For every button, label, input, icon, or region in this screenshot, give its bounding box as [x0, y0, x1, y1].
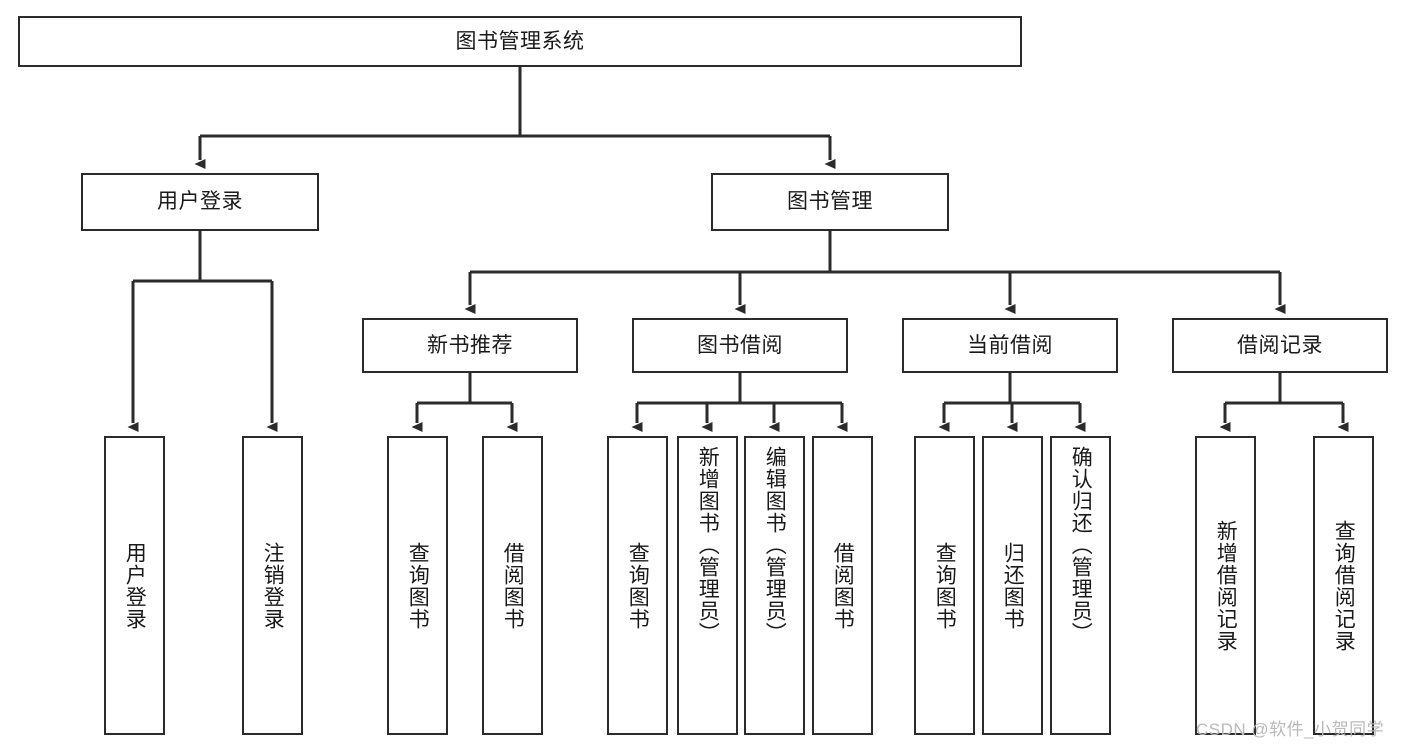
- leaf-borrow-book-recommend-label: 借阅图书: [501, 541, 525, 630]
- leaf-query-book-borrow-label: 查询图书: [626, 541, 650, 630]
- leaf-add-borrow-record-label: 新增借阅记录: [1214, 519, 1238, 652]
- leaf-query-book-current-label: 查询图书: [933, 541, 957, 630]
- leaf-borrow-book[interactable]: 借阅图书: [812, 436, 873, 735]
- leaf-confirm-return-admin[interactable]: 确认归还（管理员）: [1050, 436, 1111, 735]
- node-root[interactable]: 图书管理系统: [18, 16, 1022, 67]
- leaf-add-book-admin[interactable]: 新增图书（管理员）: [677, 436, 738, 735]
- node-book-borrow[interactable]: 图书借阅: [632, 318, 848, 373]
- leaf-return-book-label: 归还图书: [1001, 541, 1025, 630]
- node-borrow-record[interactable]: 借阅记录: [1172, 318, 1388, 373]
- node-current-borrow-label: 当前借阅: [967, 333, 1053, 357]
- leaf-edit-book-admin[interactable]: 编辑图书（管理员）: [744, 436, 805, 735]
- leaf-confirm-return-admin-label: 确认归还（管理员）: [1069, 446, 1093, 644]
- leaf-user-login-label: 用户登录: [123, 541, 147, 630]
- leaf-logout[interactable]: 注销登录: [242, 436, 303, 735]
- node-user-login-label: 用户登录: [157, 190, 243, 214]
- node-root-label: 图书管理系统: [455, 29, 585, 53]
- leaf-edit-book-admin-label: 编辑图书（管理员）: [763, 446, 787, 644]
- leaf-add-borrow-record[interactable]: 新增借阅记录: [1195, 436, 1256, 735]
- leaf-query-book-current[interactable]: 查询图书: [914, 436, 975, 735]
- node-current-borrow[interactable]: 当前借阅: [902, 318, 1118, 373]
- leaf-query-book-recommend[interactable]: 查询图书: [387, 436, 448, 735]
- leaf-query-book-borrow[interactable]: 查询图书: [607, 436, 668, 735]
- node-book-borrow-label: 图书借阅: [697, 333, 783, 357]
- node-book-management[interactable]: 图书管理: [711, 173, 949, 231]
- leaf-borrow-book-label: 借阅图书: [831, 541, 855, 630]
- leaf-query-book-recommend-label: 查询图书: [406, 541, 430, 630]
- leaf-query-borrow-record[interactable]: 查询借阅记录: [1313, 436, 1374, 735]
- watermark: CSDN @软件_小贺同学: [1196, 720, 1385, 739]
- leaf-add-book-admin-label: 新增图书（管理员）: [696, 446, 720, 644]
- leaf-user-login[interactable]: 用户登录: [104, 436, 165, 735]
- node-book-management-label: 图书管理: [787, 190, 873, 214]
- leaf-return-book[interactable]: 归还图书: [982, 436, 1043, 735]
- node-new-book-recommend-label: 新书推荐: [427, 333, 513, 357]
- node-new-book-recommend[interactable]: 新书推荐: [362, 318, 578, 373]
- leaf-query-borrow-record-label: 查询借阅记录: [1332, 519, 1356, 652]
- leaf-logout-label: 注销登录: [261, 541, 285, 630]
- node-user-login[interactable]: 用户登录: [81, 173, 319, 231]
- leaf-borrow-book-recommend[interactable]: 借阅图书: [482, 436, 543, 735]
- node-borrow-record-label: 借阅记录: [1237, 333, 1323, 357]
